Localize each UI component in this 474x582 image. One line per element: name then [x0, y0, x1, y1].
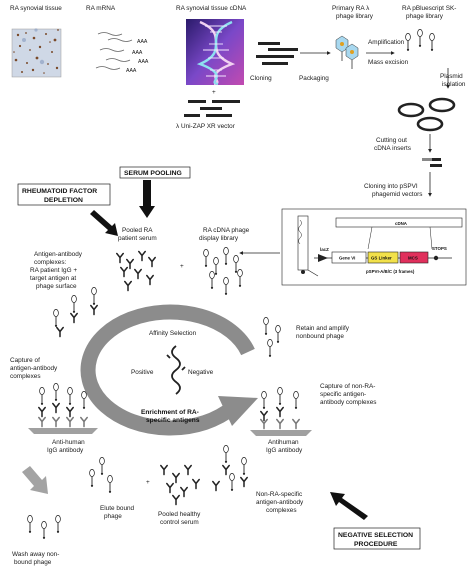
- pspvi-vector-panel: cDNA lacZ Gene VI GS Linker MCS STOPS pS…: [281, 208, 467, 286]
- tissue-image: [11, 28, 62, 78]
- mrna-strands: [95, 32, 133, 70]
- vector-label: λ Uni-ZAP XR vector: [176, 123, 236, 130]
- positive-negative-swirl: [166, 345, 186, 395]
- affinity-selection-cycle: [80, 304, 258, 436]
- primary-library-label-1: Primary RA λ: [332, 5, 370, 12]
- cdna-label: RA synovial tissue cDNA: [176, 5, 247, 12]
- lambda-phage-icons: [335, 35, 359, 69]
- cloned-bars: [256, 42, 298, 65]
- vector-gs-label: GS Linker: [371, 256, 392, 261]
- antihuman-label-1: Antihuman: [268, 439, 299, 446]
- rf-depletion-arrow: [90, 210, 118, 236]
- pooled-control-label-1: Pooled healthy: [158, 511, 201, 518]
- plasmid-rings: [397, 97, 456, 132]
- non-ra-label-2: antigen-antibody: [256, 499, 304, 506]
- serum-pooling-arrow: [139, 180, 155, 218]
- antihuman-label-2: IgG antibody: [266, 447, 303, 454]
- enrichment-label-1: Enrichment of RA-: [141, 409, 199, 416]
- primary-library-label-2: phage library: [336, 13, 374, 20]
- capture-non-label-3: antibody complexes: [320, 399, 376, 406]
- negative-selection-arrow: [330, 492, 368, 520]
- negative-selection-label-1: NEGATIVE SELECTION: [338, 532, 413, 539]
- plasmid-label-2: isolation: [442, 81, 466, 88]
- complexes-label-2: complexes:: [34, 259, 67, 266]
- plus-sign: +: [212, 89, 216, 96]
- pbluescript-label-1: RA pBluescript SK-: [402, 5, 456, 12]
- amplification-label: Amplification: [368, 39, 405, 46]
- positive-label: Positive: [131, 369, 154, 376]
- vector-stops-label: STOPS: [432, 246, 447, 251]
- wash-label-2: bound phage: [14, 559, 52, 566]
- serum-pooling-box: [119, 166, 191, 179]
- negative-selection-label-2: PROCEDURE: [354, 541, 398, 548]
- mrna-polya-2: AAA: [132, 50, 143, 56]
- wash-label-1: Wash away non-: [12, 551, 59, 558]
- pspvi-label-2: phagemid vectors: [372, 191, 422, 198]
- vector-gene-label: Gene VI: [339, 256, 355, 261]
- rf-depletion-label-2: DEPLETION: [44, 197, 83, 204]
- mrna-polya-4: AAA: [126, 68, 137, 74]
- captured-complexes-left: [28, 382, 98, 434]
- pooled-control-label-2: control serum: [160, 519, 199, 526]
- dna-helix-image: [186, 19, 244, 86]
- capture-ra-label-3: complexes: [10, 373, 41, 380]
- elute-label-1: Elute bound: [100, 505, 135, 512]
- negative-label: Negative: [188, 369, 214, 376]
- pooled-serum-label-2: patient serum: [118, 235, 157, 242]
- rf-depletion-label-1: RHEUMATOID FACTOR: [22, 188, 97, 195]
- pooled-serum-label-1: Pooled RA: [122, 227, 153, 234]
- display-library-label-1: RA cDNA phage: [203, 227, 250, 234]
- mrna-polya-3: AAA: [138, 59, 149, 65]
- captured-complexes-right: [250, 386, 312, 436]
- complexes-label-5: phage surface: [36, 283, 77, 290]
- capture-ra-label-2: antigen-antibody: [10, 365, 58, 372]
- capture-ra-label-1: Capture of: [10, 357, 40, 364]
- pbluescript-label-2: phage library: [406, 13, 444, 20]
- pspvi-label-1: Cloning into pSPVI: [364, 183, 418, 190]
- anti-human-label-2: IgG antibody: [47, 447, 84, 454]
- mass-excision-label: Mass excision: [368, 59, 409, 66]
- cutting-label-2: cDNA inserts: [374, 145, 411, 152]
- enrichment-label-2: specific antigens: [146, 417, 200, 424]
- mrna-polya-1: AAA: [137, 39, 148, 45]
- vector-name-label: pSPVI-A/B/C (3 frames): [366, 269, 415, 274]
- lambda-vector-bars: [184, 100, 240, 117]
- mrna-label: RA mRNA: [86, 5, 116, 12]
- plus-sign-2: +: [180, 263, 184, 270]
- non-ra-label-1: Non-RA-specific: [256, 491, 303, 498]
- complexes-label-3: RA patient IgG +: [30, 267, 77, 274]
- cutting-label-1: Cutting out: [376, 137, 407, 144]
- retain-label-2: nonbound phage: [296, 333, 344, 340]
- affinity-selection-label: Affinity Selection: [149, 330, 197, 337]
- rf-depletion-box: [17, 183, 111, 206]
- plus-sign-3: +: [146, 479, 150, 486]
- complexes-label-4: target antigen at: [30, 275, 76, 282]
- capture-non-label-1: Capture of non-RA-: [320, 383, 375, 390]
- tissue-label: RA synovial tissue: [10, 5, 62, 12]
- cdna-insert-bars: [422, 158, 442, 167]
- wash-arrow: [22, 466, 48, 494]
- display-library-label-2: display library: [199, 235, 239, 242]
- complexes-label-1: Antigen-antibody: [34, 251, 83, 258]
- vector-cdna-label: cDNA: [395, 221, 408, 226]
- elute-label-2: phage: [104, 513, 122, 520]
- non-ra-label-3: complexes: [266, 507, 297, 514]
- anti-human-label-1: Anti-human: [52, 439, 85, 446]
- phagemid-phage-icon: [297, 215, 319, 277]
- cloning-label: Cloning: [250, 75, 272, 82]
- plasmid-label-1: Plasmid: [440, 73, 463, 80]
- vector-mcs-label: MCS: [408, 256, 418, 261]
- serum-pooling-label: SERUM POOLING: [124, 170, 182, 177]
- negative-selection-box: [333, 527, 421, 550]
- packaging-label: Packaging: [299, 75, 329, 82]
- vector-lacz-label: lacZ: [320, 247, 329, 252]
- capture-non-label-2: specific antigen-: [320, 391, 366, 398]
- retain-label-1: Retain and amplify: [296, 325, 350, 332]
